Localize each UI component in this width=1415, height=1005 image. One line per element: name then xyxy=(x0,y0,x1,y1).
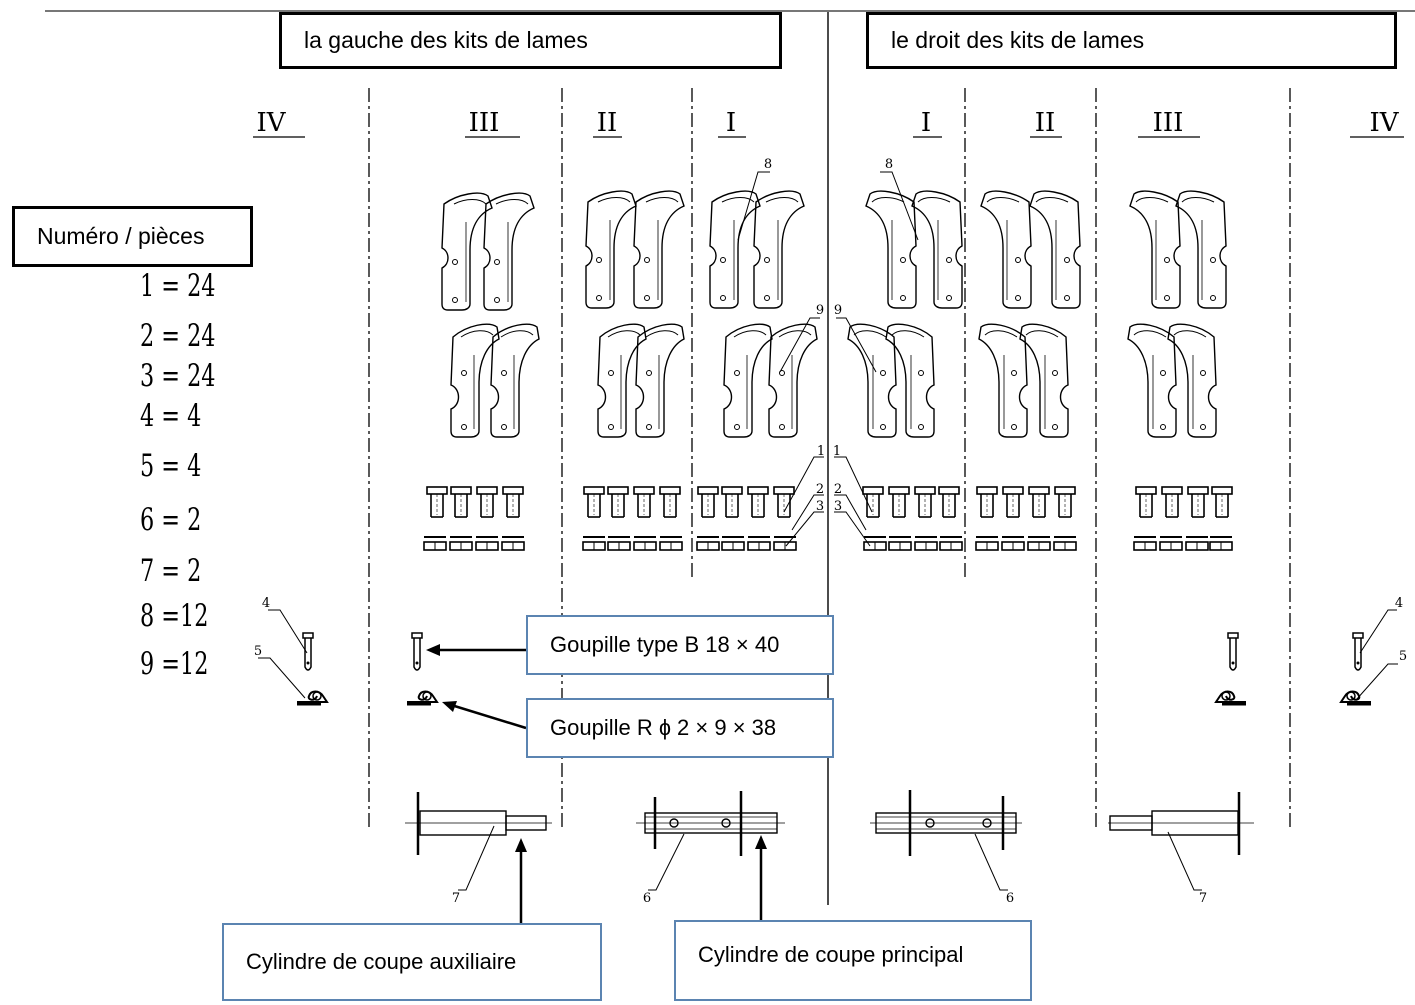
header-left-label: la gauche des kits de lames xyxy=(304,27,588,53)
callout-aux-cylinder-label: Cylindre de coupe auxiliaire xyxy=(246,949,517,974)
legend-row: 1 = 24 xyxy=(140,268,216,304)
section-label-left-1: I xyxy=(726,108,736,138)
legend-row: 5 = 4 xyxy=(140,448,202,484)
pin-r xyxy=(1339,690,1373,706)
section-label-right-4: IV xyxy=(1369,108,1399,138)
main-cylinder-right xyxy=(870,790,1022,856)
legend-row: 3 = 24 xyxy=(140,358,216,394)
part-number: 3 xyxy=(834,499,842,514)
section-label-right-2: II xyxy=(1035,108,1056,138)
part-number: 5 xyxy=(1399,649,1407,664)
header-left-kit: la gauche des kits de lames xyxy=(279,12,782,69)
part-number: 6 xyxy=(643,891,651,906)
header-right-kit: le droit des kits de lames xyxy=(866,12,1397,69)
part-number: 9 xyxy=(834,303,842,318)
top-border-line xyxy=(45,10,1415,12)
callout-pin-r-label: Goupille R ɸ 2 × 9 × 38 xyxy=(550,715,777,740)
pin-b xyxy=(411,632,423,671)
pin-r xyxy=(1214,690,1248,706)
legend-row: 6 = 2 xyxy=(140,502,202,538)
legend-row: 4 = 4 xyxy=(140,398,202,434)
part-number: 4 xyxy=(262,596,270,611)
legend-title-box: Numéro / pièces xyxy=(12,206,253,267)
blade-row-upper xyxy=(441,190,1227,311)
legend-row: 9 =12 xyxy=(140,646,209,682)
bolt-row xyxy=(426,486,1233,518)
callout-main-cylinder: Cylindre de coupe principal xyxy=(674,920,1032,1001)
blade-row-lower xyxy=(450,323,1217,438)
legend-title: Numéro / pièces xyxy=(37,223,205,249)
part-number: 6 xyxy=(1006,891,1014,906)
part-number: 3 xyxy=(816,499,824,514)
aux-cylinder-left xyxy=(405,792,552,855)
part-number: 5 xyxy=(254,644,262,659)
legend-row: 7 = 2 xyxy=(140,553,202,589)
section-label-left-4: IV xyxy=(256,108,286,138)
part-number: 9 xyxy=(816,303,824,318)
part-number: 8 xyxy=(764,157,772,172)
legend-row: 8 =12 xyxy=(140,598,209,634)
part-number: 1 xyxy=(817,444,825,459)
part-number: 7 xyxy=(452,891,460,906)
pin-r xyxy=(405,690,439,706)
part-number: 1 xyxy=(833,444,841,459)
section-label-left-2: II xyxy=(597,108,618,138)
header-right-label: le droit des kits de lames xyxy=(891,27,1145,53)
part-number: 2 xyxy=(816,482,824,497)
main-cylinder-left xyxy=(636,791,785,856)
part-number: 7 xyxy=(1199,891,1207,906)
part-number: 4 xyxy=(1395,596,1403,611)
section-label-left-3: III xyxy=(469,108,500,138)
section-label-right-1: I xyxy=(921,108,931,138)
pin-b xyxy=(1227,632,1239,671)
callout-aux-cylinder: Cylindre de coupe auxiliaire xyxy=(222,923,602,1001)
legend-row: 2 = 24 xyxy=(140,318,216,354)
pin-b xyxy=(302,632,314,671)
part-number: 2 xyxy=(834,482,842,497)
callout-main-cylinder-label: Cylindre de coupe principal xyxy=(698,942,964,967)
callout-pin-r: Goupille R ɸ 2 × 9 × 38 xyxy=(526,698,834,758)
callout-pin-b-label: Goupille type B 18 × 40 xyxy=(550,632,780,657)
section-label-right-3: III xyxy=(1153,108,1184,138)
part-number: 8 xyxy=(885,157,893,172)
aux-cylinder-right xyxy=(1108,792,1254,855)
callout-pin-b: Goupille type B 18 × 40 xyxy=(526,615,834,675)
